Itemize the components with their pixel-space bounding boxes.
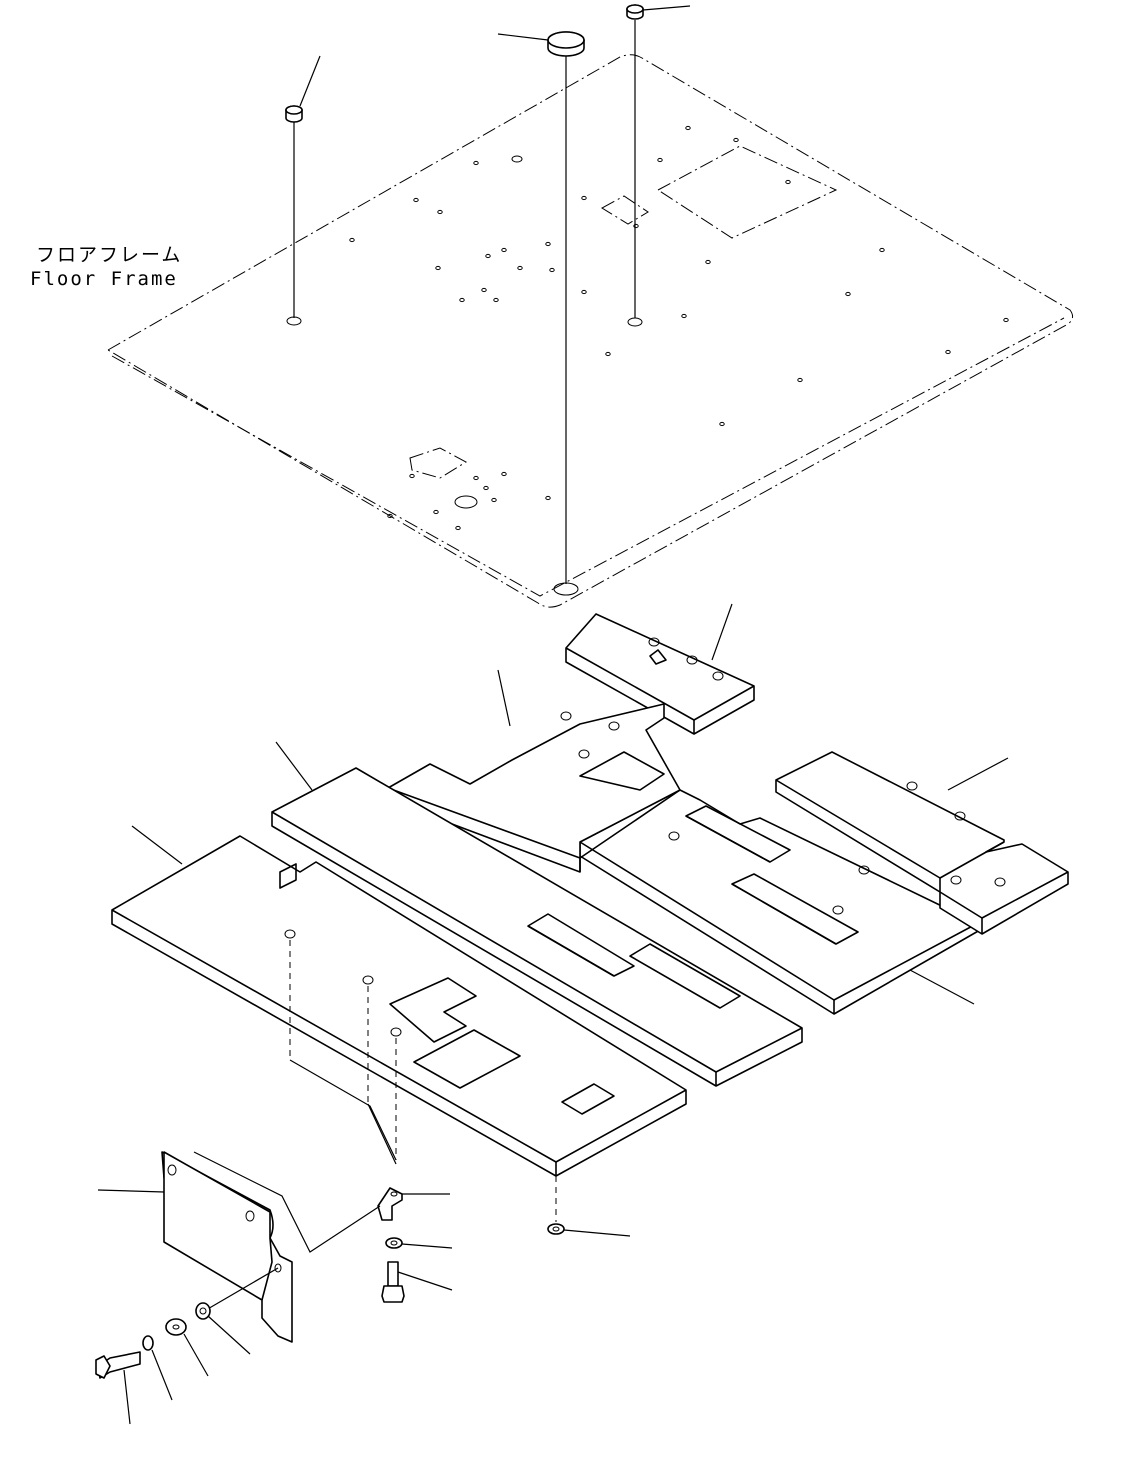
mat-upper-middle <box>387 669 681 873</box>
frame-hole <box>435 265 441 271</box>
frame-hole <box>483 485 489 491</box>
frame-hole <box>549 267 555 273</box>
frame-hole <box>719 421 725 427</box>
mat-middle-long <box>271 741 803 1087</box>
frame-hole <box>493 297 499 303</box>
frame-hole <box>481 287 487 293</box>
frame-hole <box>491 497 497 503</box>
frame-hole <box>845 291 851 297</box>
frame-hole <box>1003 317 1009 323</box>
frame-hole <box>413 197 419 203</box>
frame-hole <box>705 259 711 265</box>
frame-hole <box>545 495 551 501</box>
frame-hole <box>681 313 687 319</box>
frame-hole <box>349 237 355 243</box>
floor-frame-label-en: Floor Frame <box>30 268 178 290</box>
mat-small-top <box>565 603 755 735</box>
floor-frame <box>107 54 1074 608</box>
frame-hole <box>517 265 523 271</box>
frame-hole <box>473 160 479 166</box>
frame-hole <box>685 125 691 131</box>
floor-frame-label-jp: フロアフレーム <box>36 244 183 266</box>
frame-hole <box>473 475 479 481</box>
floor-mats <box>111 603 1069 1177</box>
frame-hole <box>501 247 507 253</box>
mat-far-right <box>775 751 1069 935</box>
frame-hole <box>501 471 507 477</box>
frame-hole <box>733 137 739 143</box>
frame-hole <box>433 509 439 515</box>
plug-caps <box>285 4 691 584</box>
mat-front <box>111 825 687 1177</box>
frame-hole <box>945 349 951 355</box>
frame-hole <box>657 157 663 163</box>
frame-hole <box>633 223 639 229</box>
frame-hole <box>581 195 587 201</box>
frame-hole <box>409 473 415 479</box>
frame-hole <box>785 179 791 185</box>
frame-hole <box>797 377 803 383</box>
frame-hole <box>387 513 393 519</box>
frame-hole <box>879 247 885 253</box>
frame-hole <box>485 253 491 259</box>
frame-hole <box>437 209 443 215</box>
frame-hole <box>459 297 465 303</box>
frame-hole <box>455 525 461 531</box>
frame-hole <box>581 289 587 295</box>
frame-small-holes <box>349 125 1009 531</box>
frame-hole <box>605 351 611 357</box>
hardware <box>95 940 631 1425</box>
frame-hole <box>545 241 551 247</box>
